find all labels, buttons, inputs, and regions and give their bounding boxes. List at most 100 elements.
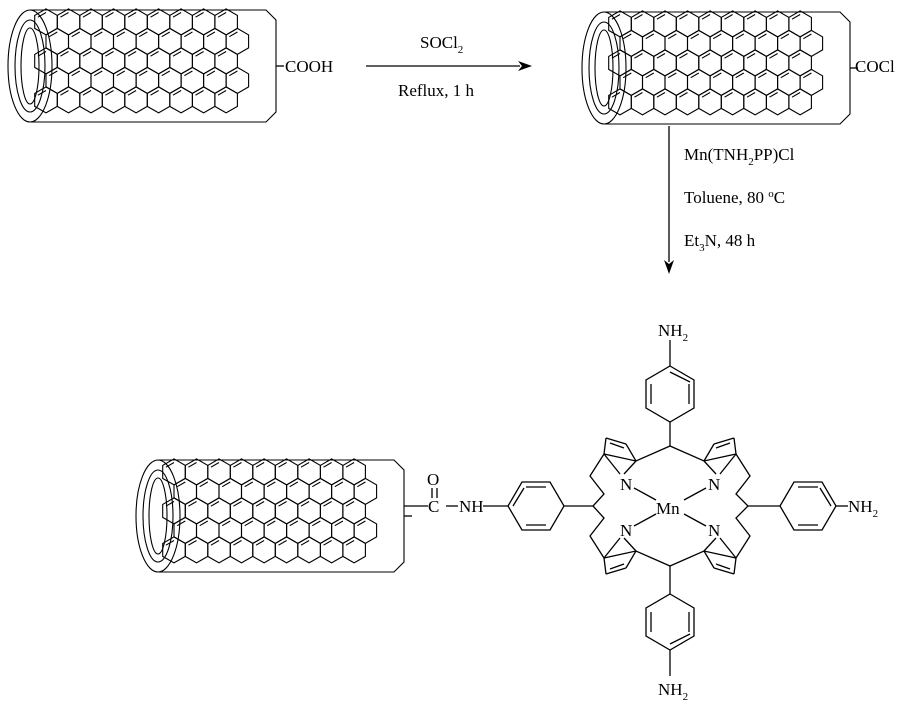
hexagon-double-bond bbox=[634, 53, 643, 59]
hexagon-double-bond bbox=[165, 501, 175, 507]
hexagon-double-bond bbox=[184, 31, 193, 38]
hexagon-double-bond bbox=[210, 540, 220, 546]
hexagon-cell bbox=[342, 536, 366, 564]
hexagon-double-bond bbox=[71, 70, 81, 77]
hexagon-double-bond bbox=[611, 92, 621, 98]
hexagon-cell bbox=[788, 88, 812, 116]
hexagon-double-bond bbox=[679, 92, 688, 98]
hexagon-double-bond bbox=[60, 51, 69, 57]
hexagon-double-bond bbox=[735, 72, 745, 79]
step2-solvent: Toluene, 80 oC bbox=[684, 188, 785, 207]
hexagon-double-bond bbox=[172, 51, 182, 57]
amine-right-label: NH2 bbox=[848, 497, 878, 520]
hexagon-double-bond bbox=[679, 14, 688, 20]
hexagon-double-bond bbox=[93, 70, 103, 77]
hexagon-double-bond bbox=[690, 33, 700, 40]
hexagon-double-bond bbox=[746, 14, 756, 20]
hexagon-double-bond bbox=[60, 12, 69, 18]
nanotube-amide bbox=[135, 458, 412, 573]
hexagon-double-bond bbox=[195, 12, 204, 18]
hexagon-double-bond bbox=[634, 92, 643, 98]
porphyrin-n-bottom-left: N bbox=[620, 521, 632, 540]
hexagon-double-bond bbox=[323, 540, 332, 546]
hexagon-double-bond bbox=[138, 31, 148, 38]
hexagon-double-bond bbox=[229, 70, 238, 77]
hexagon-double-bond bbox=[93, 31, 103, 38]
hexagon-double-bond bbox=[172, 90, 182, 96]
hexagon-double-bond bbox=[690, 72, 700, 79]
hexagon-double-bond bbox=[769, 92, 778, 98]
hexagon-double-bond bbox=[611, 14, 621, 20]
hexagon-double-bond bbox=[746, 92, 756, 98]
hexagon-double-bond bbox=[82, 90, 92, 96]
tube-outline bbox=[30, 9, 277, 123]
hexagon-double-bond bbox=[165, 540, 175, 546]
hexagon-double-bond bbox=[176, 520, 186, 527]
amine-top-label: NH2 bbox=[658, 321, 688, 344]
hexagon-double-bond bbox=[161, 70, 171, 77]
hexagon-double-bond bbox=[255, 501, 265, 507]
hexagon-double-bond bbox=[780, 72, 790, 79]
hexagon-double-bond bbox=[645, 33, 655, 40]
tube-end-cap bbox=[594, 29, 614, 107]
hexagon-double-bond bbox=[735, 33, 745, 40]
hexagon-double-bond bbox=[622, 72, 632, 79]
hexagon-double-bond bbox=[116, 31, 126, 38]
step2-base: Et3N, 48 h bbox=[684, 231, 756, 254]
hexagon-double-bond bbox=[188, 540, 197, 546]
hexagon-double-bond bbox=[105, 12, 114, 18]
hexagon-double-bond bbox=[150, 51, 159, 57]
tube-end-cap bbox=[20, 27, 40, 105]
hexagon-double-bond bbox=[255, 540, 265, 546]
hexagon-double-bond bbox=[161, 31, 171, 38]
hexagon-double-bond bbox=[334, 481, 344, 488]
hexagon-double-bond bbox=[221, 481, 231, 488]
hexagon-double-bond bbox=[791, 53, 801, 59]
hexagon-double-bond bbox=[206, 70, 216, 77]
tube-end-cap bbox=[14, 19, 46, 113]
hexagon-double-bond bbox=[345, 462, 355, 468]
nanotube-lattice bbox=[7, 8, 284, 123]
phenyl-ring-left bbox=[507, 481, 565, 531]
hexagon-double-bond bbox=[206, 31, 216, 38]
hexagon-double-bond bbox=[334, 520, 344, 527]
hexagon-double-bond bbox=[184, 70, 193, 77]
hexagon-double-bond bbox=[345, 540, 355, 546]
hexagon-double-bond bbox=[278, 462, 287, 468]
hexagon-double-bond bbox=[188, 501, 197, 507]
manganese-center-label: Mn bbox=[656, 499, 680, 518]
tube-end-cap bbox=[135, 459, 181, 573]
amide-linkage bbox=[404, 488, 508, 507]
hexagon-double-bond bbox=[266, 520, 276, 527]
hexagon-double-bond bbox=[37, 51, 47, 57]
hexagon-double-bond bbox=[724, 92, 733, 98]
hexagon-double-bond bbox=[255, 462, 265, 468]
hexagon-double-bond bbox=[701, 92, 711, 98]
reaction-arrow-2 bbox=[664, 126, 674, 274]
hexagon-double-bond bbox=[712, 33, 722, 40]
tube-outline bbox=[604, 11, 851, 125]
hexagon-double-bond bbox=[82, 51, 92, 57]
hexagon-double-bond bbox=[105, 51, 114, 57]
nanotube-acid-chloride bbox=[581, 10, 858, 125]
hexagon-double-bond bbox=[300, 462, 310, 468]
hexagon-double-bond bbox=[656, 53, 666, 59]
hexagon-double-bond bbox=[48, 70, 58, 77]
hexagon-cell bbox=[214, 86, 238, 114]
hexagon-double-bond bbox=[634, 14, 643, 20]
hexagon-double-bond bbox=[769, 14, 778, 20]
hexagon-double-bond bbox=[60, 90, 69, 96]
hexagon-double-bond bbox=[105, 90, 114, 96]
hexagon-double-bond bbox=[357, 520, 366, 527]
hexagon-double-bond bbox=[48, 31, 58, 38]
hexagon-double-bond bbox=[233, 501, 242, 507]
tube-end-cap bbox=[148, 477, 168, 555]
hexagon-double-bond bbox=[300, 540, 310, 546]
hexagon-double-bond bbox=[244, 520, 254, 527]
hexagon-double-bond bbox=[217, 51, 227, 57]
hexagon-double-bond bbox=[345, 501, 355, 507]
hexagon-double-bond bbox=[217, 12, 227, 18]
porphyrin-n-bottom-right: N bbox=[708, 521, 720, 540]
hexagon-double-bond bbox=[769, 53, 778, 59]
hexagon-double-bond bbox=[199, 481, 209, 488]
